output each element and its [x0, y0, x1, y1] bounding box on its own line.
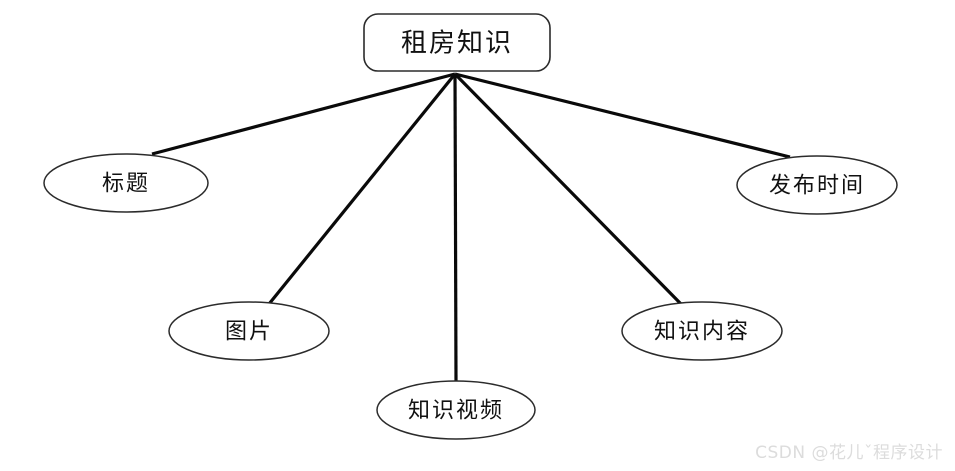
attribute-node-title[interactable]	[43, 153, 209, 213]
edge-root-to-content	[453, 72, 683, 306]
attribute-node-title-label: 标题	[102, 172, 150, 197]
attribute-node-image-label: 图片	[225, 320, 273, 345]
attribute-node-video[interactable]	[376, 380, 536, 440]
edge-root-to-image	[267, 72, 457, 306]
attribute-node-publish-time-label: 发布时间	[769, 174, 865, 199]
edge-lines-group	[151, 72, 791, 382]
csdn-watermark: CSDN @花儿ˇ程序设计	[755, 443, 943, 463]
attribute-node-image[interactable]	[168, 301, 330, 361]
entity-node-root-label: 租房知识	[401, 29, 513, 59]
edge-root-to-video	[453, 73, 458, 382]
attribute-node-video-label: 知识视频	[408, 399, 504, 424]
attribute-node-content-label: 知识内容	[654, 320, 750, 345]
edge-root-to-publish-time	[454, 72, 791, 159]
attribute-node-content[interactable]	[621, 301, 783, 361]
entity-node-root[interactable]	[363, 13, 551, 72]
edge-root-to-title	[151, 72, 456, 156]
attribute-node-publish-time[interactable]	[736, 155, 898, 215]
